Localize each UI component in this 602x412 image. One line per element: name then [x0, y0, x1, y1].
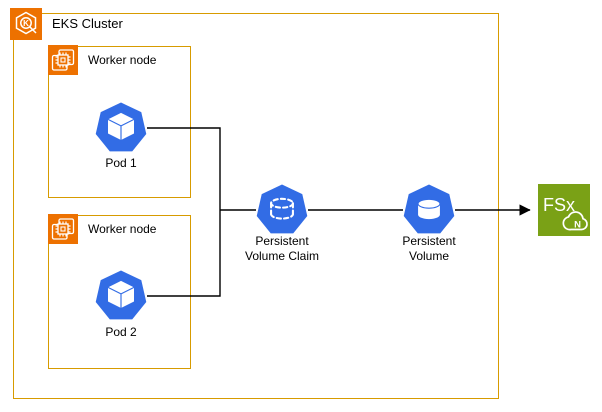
eks-cluster-box: [13, 13, 499, 399]
persistent-volume-label: Persistent Volume: [402, 234, 456, 263]
kubernetes-pod-icon-2: [95, 270, 147, 322]
fsx-netapp-ontap-icon: FSx N: [538, 184, 590, 236]
persistent-volume-claim-icon: [256, 184, 308, 236]
ec2-instance-icon: [48, 45, 78, 75]
pod-2-label: Pod 2: [105, 325, 137, 339]
kubernetes-pod-icon-1: [95, 102, 147, 154]
pod-1-label: Pod 1: [105, 156, 137, 170]
ec2-instance-icon: [48, 214, 78, 244]
eks-cluster-label: EKS Cluster: [52, 16, 123, 31]
worker-node-box-1: [48, 46, 191, 198]
persistent-volume-claim-label: Persistent Volume Claim: [244, 234, 320, 263]
fsx-netapp-badge: N: [574, 220, 581, 231]
fsx-icon-text: FSx: [543, 195, 575, 215]
pods-to-junction-line: [147, 127, 221, 297]
worker-node-label-1: Worker node: [88, 53, 157, 67]
worker-node-label-2: Worker node: [88, 222, 157, 236]
eks-icon-letter: K: [23, 19, 29, 28]
eks-icon: K: [10, 8, 42, 40]
worker-node-box-2: [48, 215, 191, 369]
persistent-volume-icon: [403, 184, 455, 236]
